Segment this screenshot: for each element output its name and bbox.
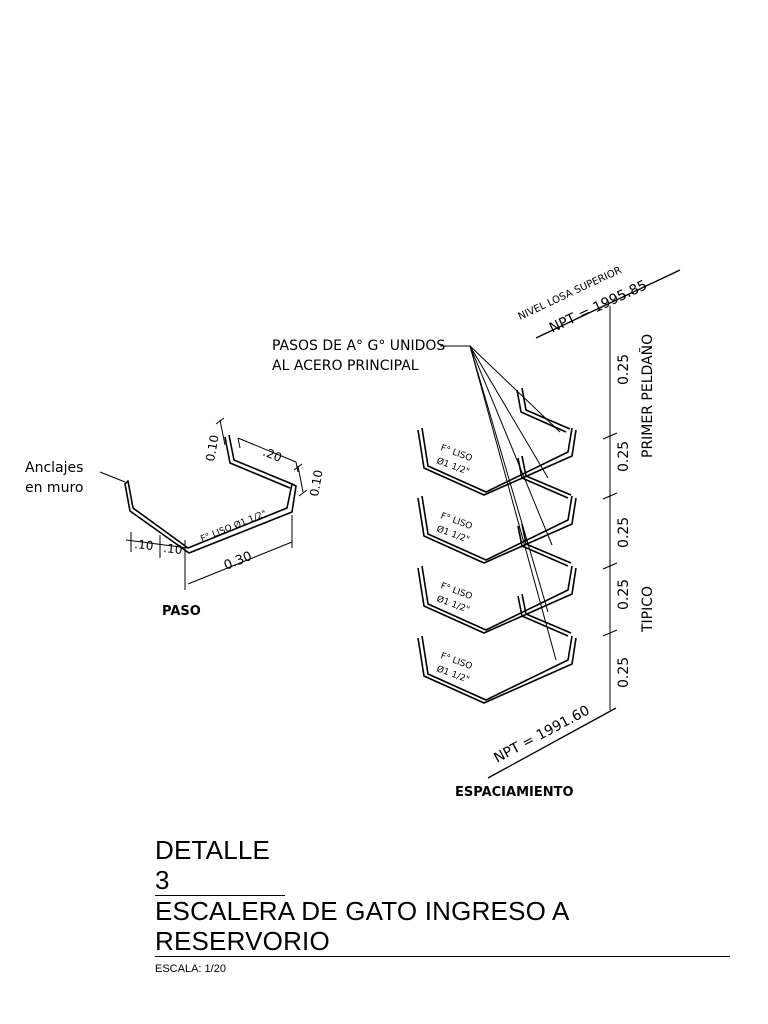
anclajes-label-2: en muro — [25, 480, 83, 496]
dim-line — [297, 465, 304, 493]
dim-line — [237, 437, 297, 463]
spacing-0: 0.25 — [616, 354, 632, 385]
anclajes-label-1: Anclajes — [25, 460, 83, 476]
primer-peldano-bracket — [516, 387, 571, 433]
npt-bottom: NPT = 1991.60 — [491, 703, 592, 767]
tipico-label: TIPICO — [640, 586, 656, 633]
dim-right-vertical: 0.10 — [307, 469, 325, 498]
pasos-note-2: AL ACERO PRINCIPAL — [272, 358, 419, 374]
npt-bottom-line — [487, 707, 617, 779]
rung-3 — [417, 565, 577, 634]
rung-2 — [417, 495, 577, 564]
leader — [469, 345, 561, 433]
spacing-2: 0.25 — [616, 517, 632, 548]
dim-line — [187, 541, 293, 585]
paso-detail: Anclajes en muro 0.10 .20 0.10 .10 .10 0… — [25, 417, 326, 619]
rung-4 — [417, 635, 577, 704]
title-block: DETALLE 3 ESCALERA DE GATO INGRESO A RES… — [155, 835, 730, 975]
paso-bar-back — [224, 434, 293, 489]
pasos-note-1: PASOS DE A° G° UNIDOS — [272, 338, 445, 354]
dim-bottom-total: 0.30 — [222, 549, 254, 574]
dim-bottom-left-a: .10 — [134, 537, 154, 553]
dim-bottom-left-b: .10 — [163, 541, 183, 557]
espaciamiento-detail: NIVEL LOSA SUPERIOR NPT = 1995.85 NPT = … — [272, 265, 681, 800]
rung-1 — [417, 427, 577, 496]
paso-label: PASO — [162, 604, 201, 619]
dim-top-vertical: 0.10 — [203, 434, 221, 463]
spacing-3: 0.25 — [616, 579, 632, 610]
dim-top-horizontal: .20 — [261, 445, 284, 465]
anclajes-leader — [99, 471, 126, 483]
dim-line — [219, 419, 226, 446]
spacing-1: 0.25 — [616, 441, 632, 472]
nivel-losa-line — [535, 269, 681, 339]
primer-peldano-label: PRIMER PELDAÑO — [639, 334, 656, 458]
detail-number: DETALLE 3 — [155, 835, 271, 895]
espaciamiento-label: ESPACIAMIENTO — [455, 785, 574, 800]
paso-bar — [124, 480, 297, 554]
detail-scale: ESCALA: 1/20 — [155, 963, 226, 975]
spacing-4: 0.25 — [616, 657, 632, 688]
detail-title: ESCALERA DE GATO INGRESO A RESERVORIO — [155, 896, 569, 956]
paso-bar-spec: F° LISO Ø1 1/2" — [199, 508, 268, 544]
